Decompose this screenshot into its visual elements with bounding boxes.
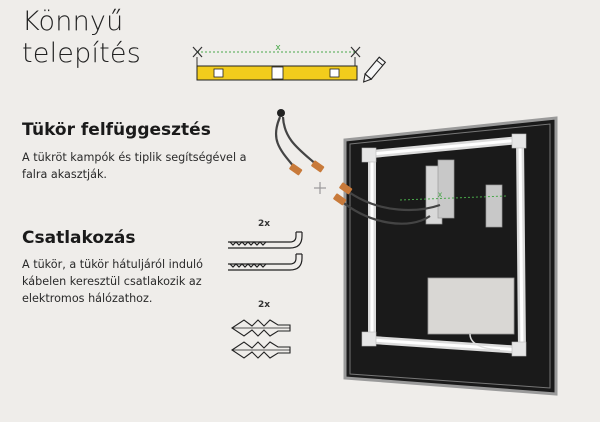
power-cable-icon <box>274 109 441 225</box>
section-heading-connection: Csatlakozás <box>22 228 136 248</box>
spirit-level-icon <box>192 46 361 81</box>
wall-dowel-icon <box>231 319 291 337</box>
wall-dowel-icon <box>231 341 291 359</box>
wall-hook-icon <box>228 231 303 249</box>
dowels-quantity: 2x <box>258 300 271 310</box>
title-line-2: telepítés <box>22 38 142 69</box>
mirror-back-panel <box>343 116 558 396</box>
mount-mark-label: x <box>438 190 443 199</box>
section-text-mounting: A tükröt kampók és tiplik segítségével a… <box>22 151 247 181</box>
hooks-quantity: 2x <box>258 219 271 229</box>
level-mark-label: x <box>275 43 281 53</box>
section-heading-mounting: Tükör felfüggesztés <box>22 120 211 140</box>
title-line-1: Könnyű <box>22 6 124 37</box>
page-title: Könnyű telepítés <box>22 6 141 70</box>
section-text-connection: A tükör, a tükör hátuljáról induló kábel… <box>22 258 203 305</box>
pencil-icon <box>362 56 387 83</box>
wall-hook-icon <box>228 253 303 271</box>
